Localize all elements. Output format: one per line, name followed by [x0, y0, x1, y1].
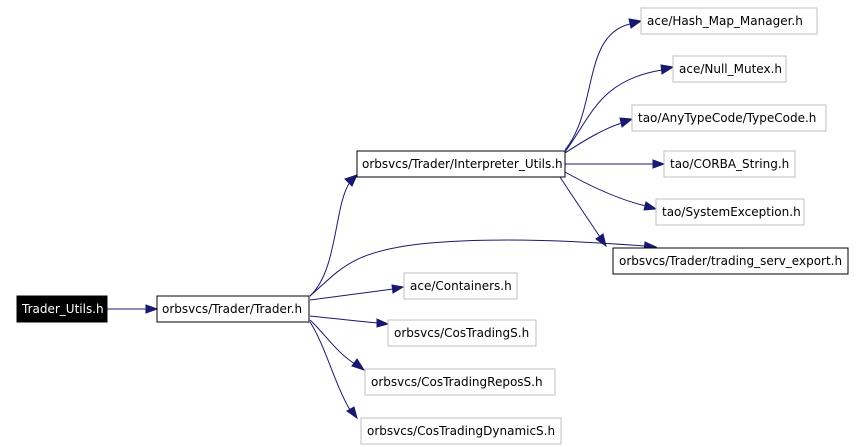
edge-interp-hash — [564, 23, 631, 151]
node-label-typecode: tao/AnyTypeCode/TypeCode.h — [638, 111, 816, 125]
edge-trader-costrading — [309, 315, 379, 324]
edge-trader-interp — [309, 181, 351, 297]
node-label-hash-map-manager: ace/Hash_Map_Manager.h — [647, 14, 803, 28]
edge-interp-hash-arrow — [628, 18, 643, 29]
node-label-null-mutex: ace/Null_Mutex.h — [679, 62, 782, 76]
node-label-corba-string: tao/CORBA_String.h — [670, 157, 789, 171]
node-trading-serv-export[interactable]: orbsvcs/Trader/trading_serv_export.h — [612, 247, 849, 275]
node-label-costradings: orbsvcs/CosTradingS.h — [394, 326, 529, 340]
node-label-costradingrepos: orbsvcs/CosTradingReposS.h — [371, 375, 543, 389]
node-trader-utils[interactable]: Trader_Utils.h — [16, 295, 108, 323]
edge-trader-dynamic — [309, 321, 351, 411]
node-label-system-exception: tao/SystemException.h — [662, 205, 801, 219]
edge-trader-interp-arrow — [344, 174, 358, 187]
edge-interp-corbastr-arrow — [652, 159, 666, 169]
node-label-trading-serv-export: orbsvcs/Trader/trading_serv_export.h — [619, 254, 842, 268]
edge-interp-nullmutex-arrow — [660, 64, 675, 75]
edge-trader-repos — [309, 319, 356, 365]
node-hash-map-manager[interactable]: ace/Hash_Map_Manager.h — [640, 7, 818, 35]
edges — [107, 18, 675, 420]
edge-root-trader-arrow — [145, 304, 159, 314]
node-costradings[interactable]: orbsvcs/CosTradingS.h — [387, 319, 537, 347]
node-containers[interactable]: ace/Containers.h — [403, 272, 518, 300]
edge-trader-costrading-arrow — [376, 318, 390, 328]
node-null-mutex[interactable]: ace/Null_Mutex.h — [672, 55, 787, 83]
node-label-costradingdynamic: orbsvcs/CosTradingDynamicS.h — [367, 424, 555, 438]
node-system-exception[interactable]: tao/SystemException.h — [655, 198, 805, 226]
node-corba-string[interactable]: tao/CORBA_String.h — [663, 150, 796, 178]
edge-interp-export-arrow — [595, 233, 607, 248]
node-typecode[interactable]: tao/AnyTypeCode/TypeCode.h — [631, 104, 827, 132]
node-label-interpreter-utils: orbsvcs/Trader/Interpreter_Utils.h — [362, 157, 563, 171]
edge-trader-export — [309, 239, 646, 297]
node-trader[interactable]: orbsvcs/Trader/Trader.h — [156, 295, 310, 323]
edge-trader-containers-arrow — [391, 284, 405, 294]
edge-trader-dynamic-arrow — [346, 406, 358, 420]
edge-trader-containers — [309, 288, 394, 301]
node-label-containers: ace/Containers.h — [410, 279, 512, 293]
nodes: Trader_Utils.h orbsvcs/Trader/Trader.h o… — [16, 7, 849, 445]
node-interpreter-utils[interactable]: orbsvcs/Trader/Interpreter_Utils.h — [356, 150, 566, 178]
edge-interp-typecode — [564, 122, 623, 154]
edge-interp-nullmutex — [564, 69, 663, 153]
node-label-trader-utils: Trader_Utils.h — [21, 302, 104, 316]
edge-interp-typecode-arrow — [619, 117, 634, 128]
node-costradingrepos[interactable]: orbsvcs/CosTradingReposS.h — [364, 368, 556, 396]
edge-interp-sysexc-arrow — [643, 201, 658, 211]
node-costradingdynamic[interactable]: orbsvcs/CosTradingDynamicS.h — [360, 417, 562, 445]
edge-trader-repos-arrow — [351, 358, 366, 371]
edge-interp-sysexc — [564, 171, 647, 207]
node-label-trader: orbsvcs/Trader/Trader.h — [162, 302, 302, 316]
edge-interp-export — [559, 176, 601, 238]
